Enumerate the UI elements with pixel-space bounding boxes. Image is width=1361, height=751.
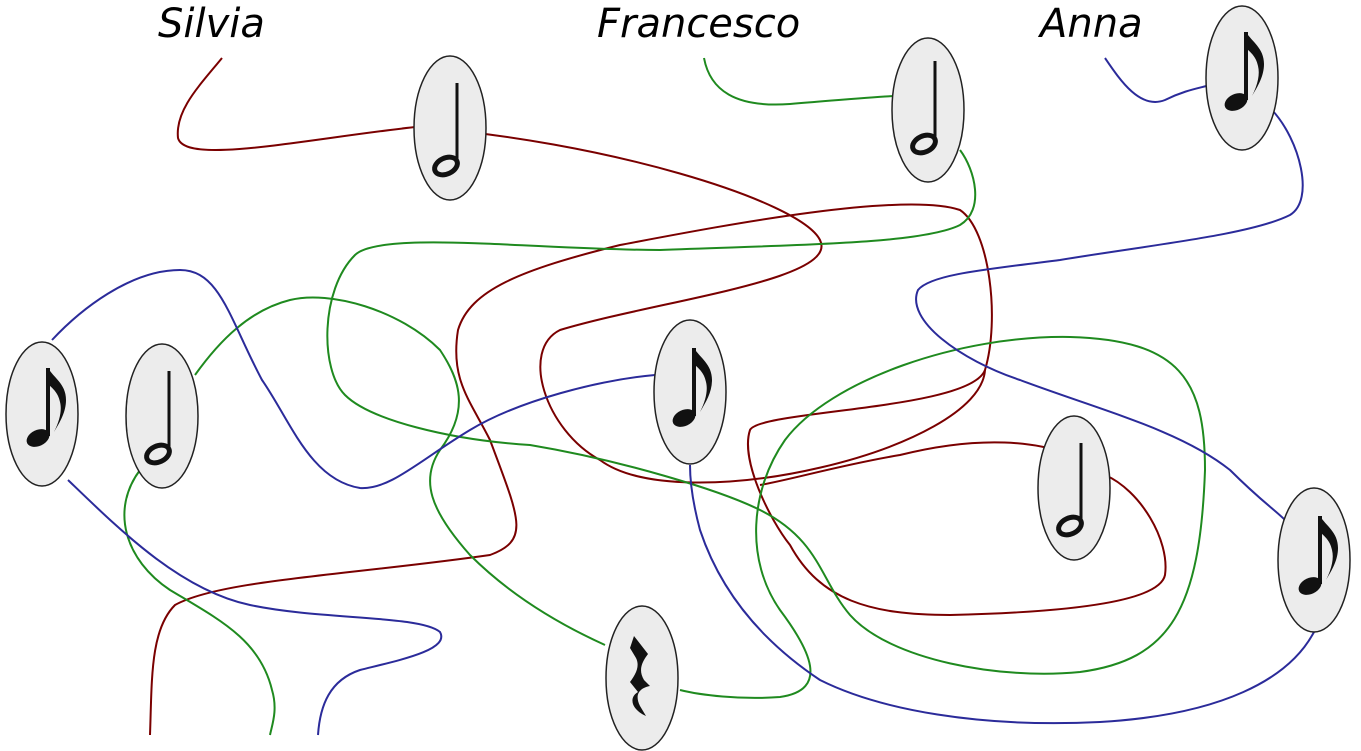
name-label-francesco: Francesco [597, 1, 801, 47]
anna-path [689, 57, 1316, 725]
note-top-left-half[interactable] [413, 55, 487, 201]
note-bottom-rest[interactable] [605, 605, 679, 751]
francesco-path-left [123, 296, 606, 736]
note-top-right-half[interactable] [891, 37, 965, 183]
note-far-right-eighth[interactable] [1277, 487, 1351, 633]
note-left-half[interactable] [125, 343, 199, 489]
anna-path-left [51, 268, 656, 736]
silvia-path-right-loop [747, 369, 1167, 617]
note-left-eighth[interactable] [5, 341, 79, 487]
note-right-half[interactable] [1037, 415, 1111, 561]
name-label-anna: Anna [1040, 1, 1143, 47]
note-top-eighth[interactable] [1205, 5, 1279, 151]
francesco-path [326, 57, 1207, 699]
silvia-path [149, 57, 993, 736]
note-center-eighth[interactable] [653, 319, 727, 465]
name-label-silvia: Silvia [158, 1, 265, 47]
